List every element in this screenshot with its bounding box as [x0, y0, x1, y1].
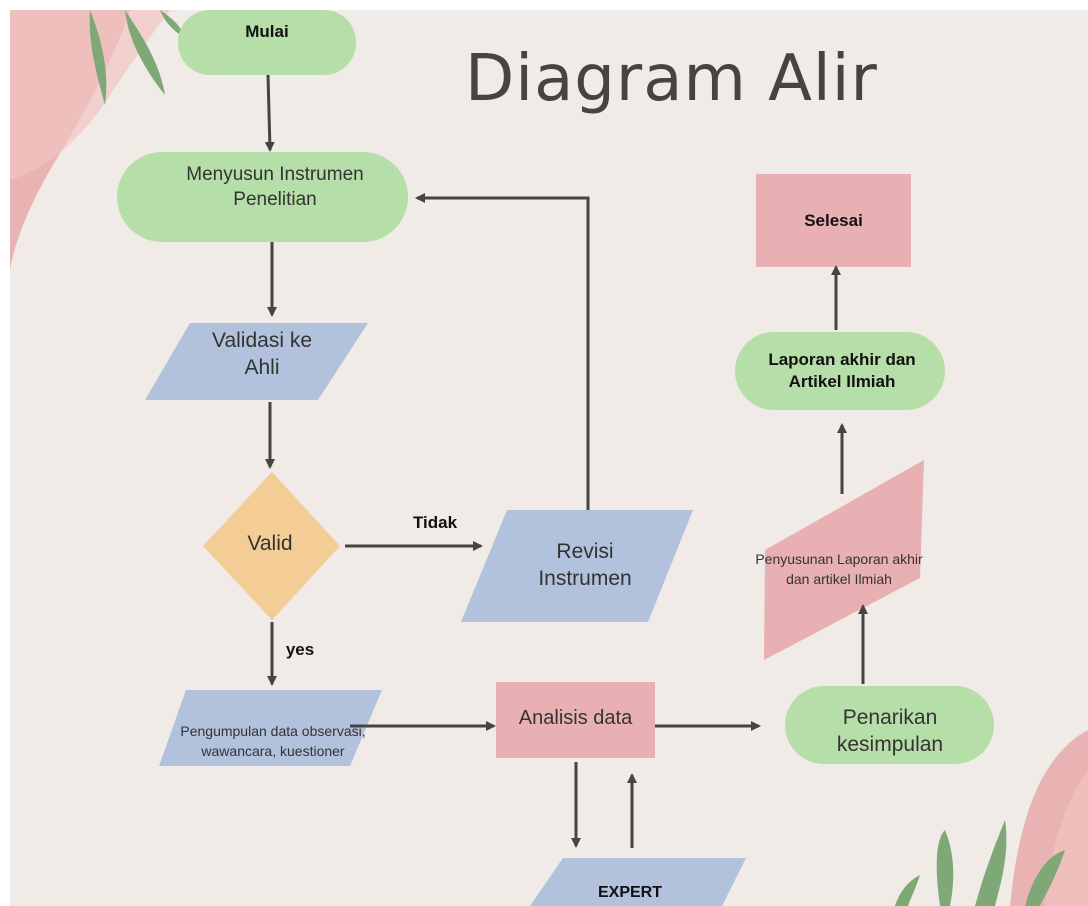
arrow-revisi-to-menyusun	[415, 193, 590, 510]
bottom-right-leaf-3	[1025, 850, 1065, 906]
validasi-label: Validasi ke Ahli	[212, 328, 312, 379]
penarikan-label: Penarikan kesimpulan	[836, 705, 944, 756]
penyusunan-manual-input	[764, 460, 924, 660]
background-decoration	[10, 10, 1088, 906]
valid-decision-diamond	[203, 472, 340, 620]
start-label: Mulai	[245, 22, 289, 42]
penarikan-terminal	[785, 686, 994, 764]
expert-label: EXPERT	[597, 883, 662, 901]
top-left-pink-blob-light	[10, 10, 170, 180]
validasi-parallelogram	[145, 323, 368, 400]
menyusun-label: Menyusun Instrumen Penelitian	[186, 164, 364, 210]
analisis-process-box	[496, 682, 655, 758]
top-left-leaf-1	[89, 10, 107, 105]
valid-label: Valid	[247, 532, 293, 556]
laporan-label: Laporan akhir dan Artikel Ilmiah	[768, 349, 916, 391]
revisi-parallelogram	[461, 510, 693, 622]
menyusun-terminal	[117, 152, 408, 242]
revisi-label: Revisi Instrumen	[538, 539, 632, 590]
selesai-process-box	[756, 174, 911, 267]
expert-parallelogram	[530, 858, 746, 906]
analisis-label: Analisis data	[518, 707, 633, 729]
diagram-canvas: Diagram Alir	[10, 10, 1088, 906]
edge-label-tidak: Tidak	[412, 512, 458, 532]
arrow-start-to-menyusun	[264, 74, 275, 152]
bottom-right-leaf-2	[975, 820, 1007, 906]
selesai-label: Selesai	[804, 210, 863, 230]
penyusunan-label: Penyusunan Laporan akhir dan artikel Ilm…	[755, 550, 923, 587]
laporan-terminal	[735, 332, 945, 410]
bottom-right-leaf-1	[936, 830, 954, 906]
bottom-right-leaf-4	[895, 875, 920, 906]
top-left-leaf-3	[160, 10, 185, 38]
flowchart	[117, 10, 994, 906]
diagram-title: Diagram Alir	[465, 42, 878, 116]
pengumpulan-parallelogram	[159, 690, 382, 766]
top-left-leaf-2	[125, 10, 165, 95]
edge-label-yes: yes	[285, 639, 315, 659]
start-terminal	[178, 10, 356, 75]
pengumpulan-label: Pengumpulan data observasi, wawancara, k…	[180, 722, 366, 759]
